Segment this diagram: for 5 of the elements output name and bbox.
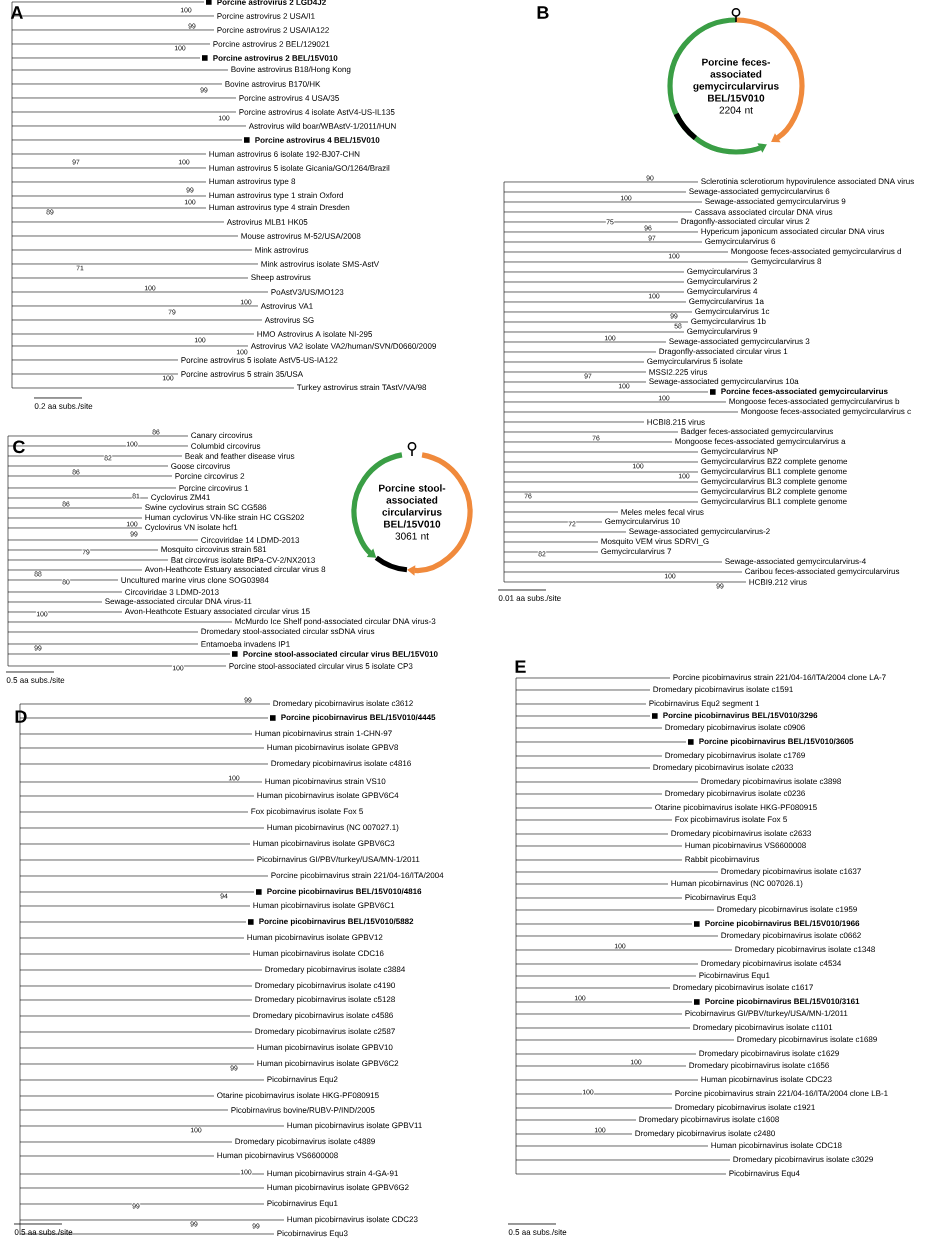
panel-letter: D — [15, 710, 27, 723]
panel-letter: E — [515, 660, 526, 673]
panel-letter: C — [13, 440, 25, 454]
panel-letter: A — [10, 6, 23, 19]
panel-letter: B — [537, 6, 549, 19]
